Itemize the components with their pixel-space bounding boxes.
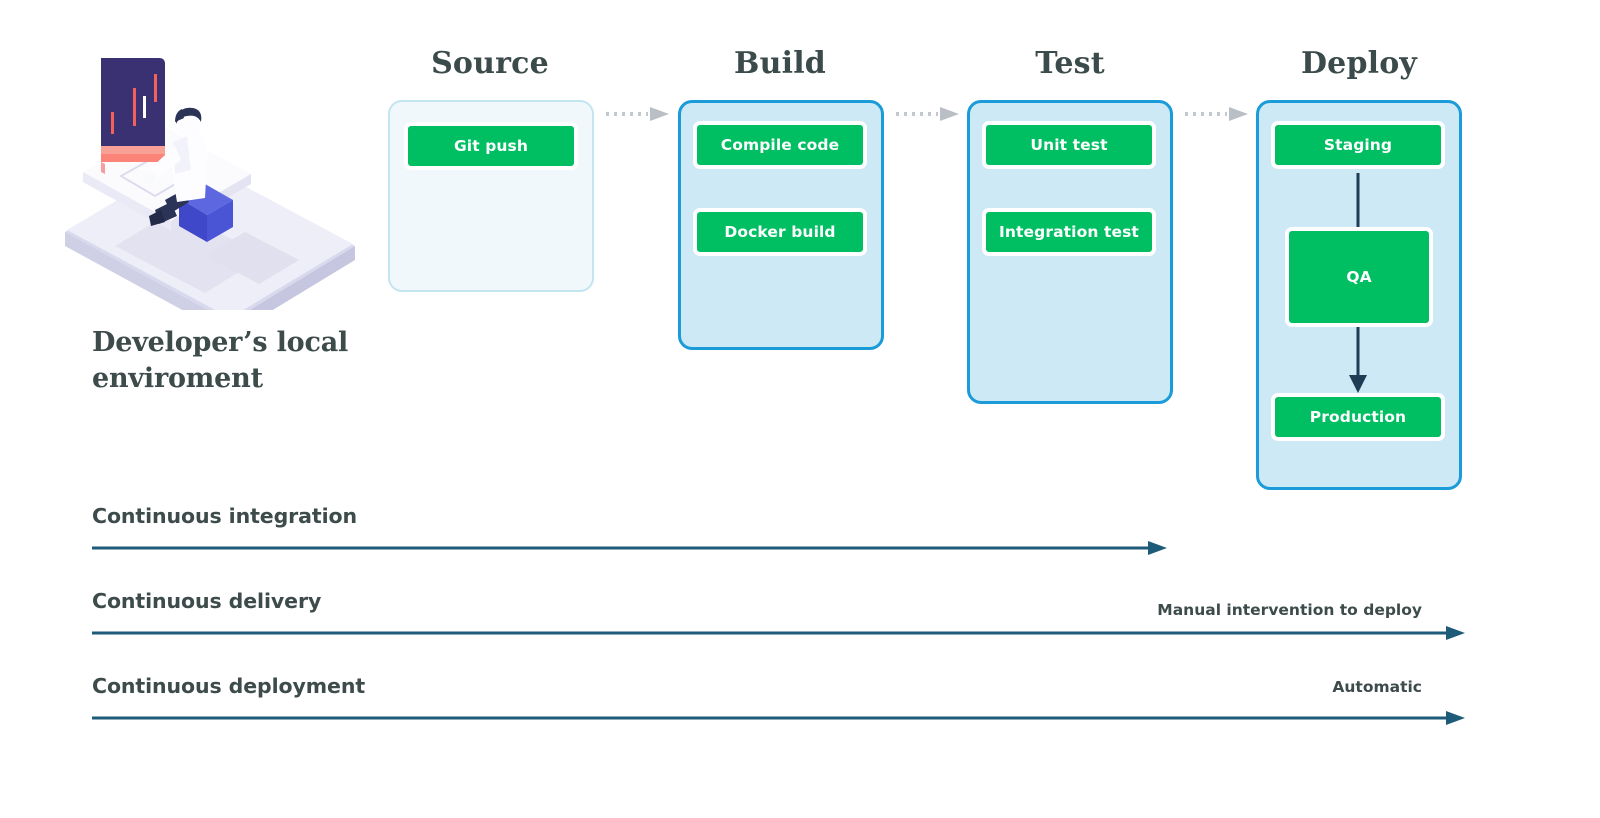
arrow-right-icon	[92, 626, 1465, 640]
deploy-flow-qa-to-production	[1259, 325, 1465, 395]
timeline-note-automatic: Automatic	[1332, 678, 1422, 696]
dotted-arrow-icon	[606, 107, 669, 121]
step-chip-docker-build[interactable]: Docker build	[693, 208, 867, 256]
step-chip-production[interactable]: Production	[1271, 393, 1445, 441]
step-chip-qa[interactable]: QA	[1285, 227, 1433, 327]
connector-build-to-test	[894, 104, 964, 124]
developer-environment-caption: Developer’s local enviroment	[92, 327, 349, 394]
timeline-label-continuous-delivery: Continuous delivery	[92, 589, 322, 613]
timeline-note-manual-intervention: Manual intervention to deploy	[1157, 601, 1422, 619]
deploy-flow-staging-to-qa	[1259, 169, 1465, 229]
step-chip-staging[interactable]: Staging	[1271, 121, 1445, 169]
developer-workstation-illustration	[55, 50, 375, 336]
stage-title-test: Test	[1035, 46, 1105, 81]
dotted-arrow-icon	[896, 107, 959, 121]
step-chip-compile-code[interactable]: Compile code	[693, 121, 867, 169]
arrow-down-icon	[1349, 327, 1367, 393]
timeline-label-continuous-deployment: Continuous deployment	[92, 674, 366, 698]
stage-title-source: Source	[431, 46, 549, 81]
stage-box-test[interactable]: Unit test Integration test	[967, 100, 1173, 404]
stage-title-deploy: Deploy	[1300, 46, 1418, 81]
arrow-right-icon	[92, 541, 1167, 555]
step-chip-git-push[interactable]: Git push	[404, 122, 578, 170]
stage-box-deploy[interactable]: Staging QA Production	[1256, 100, 1462, 490]
timeline-arrow-continuous-deployment	[92, 710, 1472, 726]
stage-title-build: Build	[734, 46, 826, 81]
line-icon	[1356, 173, 1360, 227]
dotted-arrow-icon	[1185, 107, 1248, 121]
connector-test-to-deploy	[1183, 104, 1253, 124]
timeline-arrow-continuous-delivery	[92, 625, 1472, 641]
arrow-right-icon	[92, 711, 1465, 725]
illustration-svg	[65, 58, 355, 336]
timeline-arrow-continuous-integration	[92, 540, 1172, 556]
stage-box-build[interactable]: Compile code Docker build	[678, 100, 884, 350]
step-chip-integration-test[interactable]: Integration test	[982, 208, 1156, 256]
step-chip-unit-test[interactable]: Unit test	[982, 121, 1156, 169]
timeline-label-continuous-integration: Continuous integration	[92, 504, 358, 528]
connector-source-to-build	[604, 104, 674, 124]
stage-box-source[interactable]: Git push	[388, 100, 594, 292]
